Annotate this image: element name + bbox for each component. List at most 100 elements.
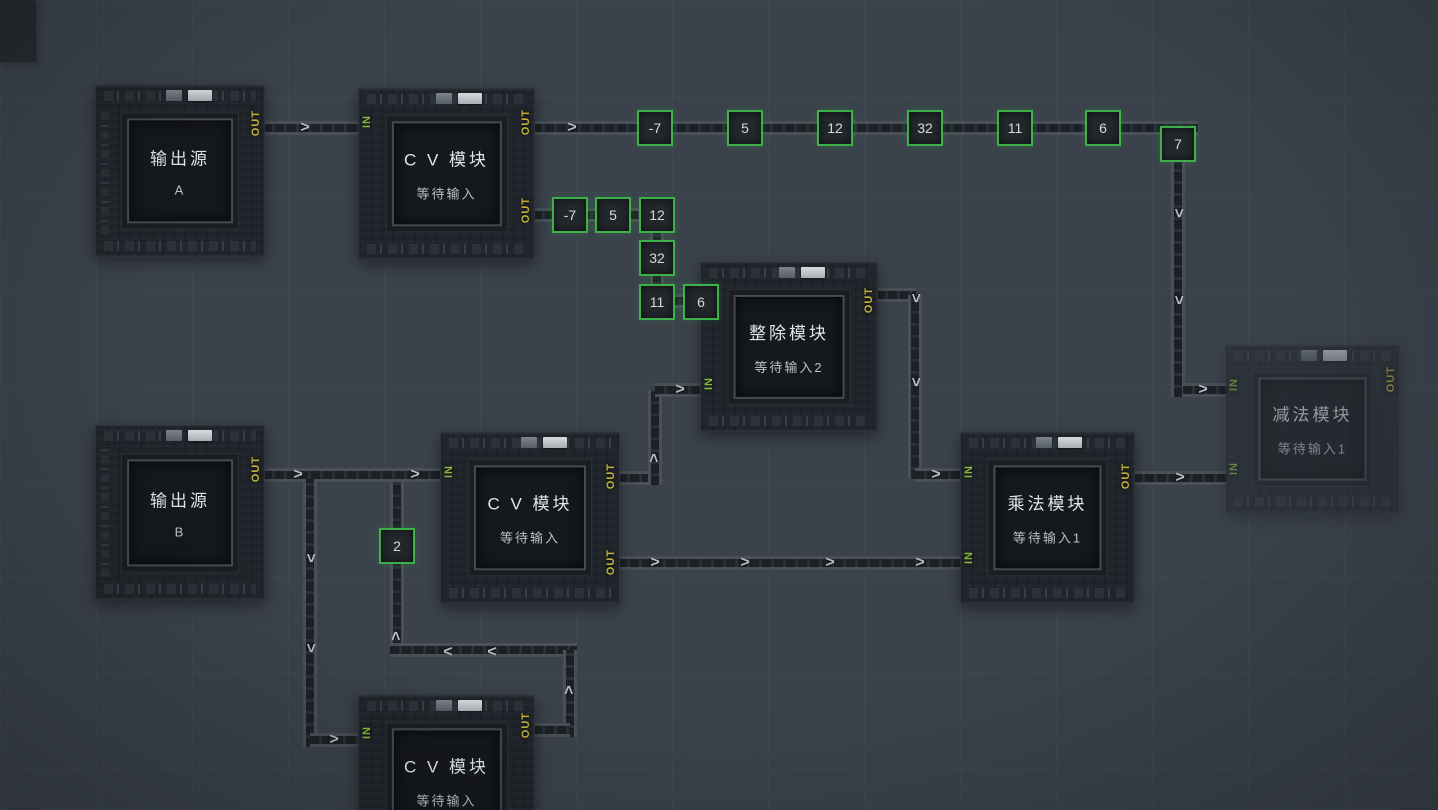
pcb-deco-chip-icon: [166, 430, 182, 441]
chip-face: 乘法模块 等待输入1: [993, 465, 1102, 571]
pcb-deco-chip-icon: [1301, 350, 1317, 361]
port-out-label: OUT: [605, 463, 617, 490]
module-title: 减法模块: [1272, 405, 1353, 425]
wire-segment: [533, 723, 570, 737]
pcb-components-bottom: [104, 584, 256, 594]
wire-segment: [618, 556, 962, 570]
module-title: C V 模块: [403, 150, 490, 170]
wire-segment: [876, 288, 916, 302]
value-token: 12: [817, 110, 853, 146]
pcb-components-left: [101, 448, 109, 577]
chip-face: C V 模块 等待输入: [391, 728, 502, 810]
module-multiply[interactable]: 乘法模块 等待输入1 IN IN OUT: [960, 432, 1135, 604]
value-token: -7: [552, 197, 588, 233]
module-cv-center[interactable]: C V 模块 等待输入 IN OUT OUT: [440, 432, 620, 604]
module-title: 输出源: [149, 491, 210, 510]
wire-segment: [908, 295, 922, 479]
wire-segment: [1133, 471, 1227, 485]
module-title: 乘法模块: [1007, 494, 1088, 514]
wire-segment: [310, 733, 360, 747]
port-in-label: IN: [361, 115, 373, 128]
module-cv-bottom[interactable]: C V 模块 等待输入 IN OUT: [358, 695, 535, 810]
wire-segment: [390, 482, 404, 650]
pcb-deco-chip-icon: [779, 267, 795, 278]
pcb-deco-chip-icon: [436, 700, 452, 711]
port-out-label: OUT: [520, 712, 532, 739]
module-status: 等待输入1: [1277, 441, 1348, 457]
wire-segment: [263, 121, 360, 135]
port-in-label: IN: [361, 726, 373, 739]
pcb-components-bottom: [449, 588, 611, 598]
chip-face: 输出源 B: [127, 458, 233, 567]
pcb-deco-chip-icon: [458, 93, 482, 104]
wire-segment: [563, 650, 577, 737]
port-out-label: OUT: [1385, 366, 1397, 393]
module-divide[interactable]: 整除模块 等待输入2 OUT IN: [700, 262, 878, 432]
port-in-label: IN: [703, 377, 715, 390]
value-token: 5: [727, 110, 763, 146]
module-output-source-b[interactable]: 输出源 B OUT: [95, 425, 265, 600]
module-title: 输出源: [149, 149, 210, 169]
pcb-components-bottom: [367, 244, 526, 254]
pcb-deco-chip-icon: [1058, 437, 1082, 448]
port-in-label: IN: [1228, 378, 1240, 391]
pcb-deco-chip-icon: [188, 430, 212, 441]
chip-face: 整除模块 等待输入2: [733, 294, 845, 400]
port-out-label: OUT: [863, 287, 875, 314]
wire-segment: [915, 468, 962, 482]
wire-segment: [648, 390, 662, 485]
wire-segment: [1171, 135, 1185, 397]
port-out-label: OUT: [1120, 463, 1132, 490]
pcb-deco-chip-icon: [801, 267, 825, 278]
pcb-deco-chip-icon: [1036, 437, 1052, 448]
module-status: 等待输入: [416, 186, 477, 202]
port-in-label: IN: [1228, 462, 1240, 475]
wire-segment: [263, 468, 442, 482]
port-out-label: OUT: [605, 549, 617, 576]
module-status: B: [174, 524, 186, 539]
pcb-components-bottom: [104, 241, 256, 251]
pcb-deco-chip-icon: [543, 437, 567, 448]
pcb-deco-chip-icon: [458, 700, 482, 711]
value-token: 2: [379, 528, 415, 564]
module-output-source-a[interactable]: 输出源 A OUT: [95, 85, 265, 257]
module-subtract[interactable]: 减法模块 等待输入1 IN IN OUT: [1225, 345, 1400, 513]
value-token: 11: [997, 110, 1033, 146]
module-cv-top[interactable]: C V 模块 等待输入 IN OUT OUT: [358, 88, 535, 260]
port-in-label: IN: [963, 465, 975, 478]
port-out-label: OUT: [520, 109, 532, 136]
value-token: 32: [907, 110, 943, 146]
pcb-components-left: [101, 108, 109, 234]
value-token: 12: [639, 197, 675, 233]
wire-segment: [1183, 383, 1227, 397]
value-token: 5: [595, 197, 631, 233]
pcb-deco-chip-icon: [166, 90, 182, 101]
pcb-components-bottom: [709, 416, 869, 426]
pcb-deco-chip-icon: [436, 93, 452, 104]
chip-face: C V 模块 等待输入: [473, 465, 587, 571]
value-token: 6: [683, 284, 719, 320]
chip-face: C V 模块 等待输入: [391, 121, 502, 227]
pcb-deco-chip-icon: [521, 437, 537, 448]
chip-face: 输出源 A: [127, 118, 233, 224]
pcb-components-bottom: [969, 588, 1126, 598]
module-status: 等待输入: [416, 793, 477, 809]
module-title: 整除模块: [749, 323, 829, 343]
value-token: -7: [637, 110, 673, 146]
pcb-deco-chip-icon: [1323, 350, 1347, 361]
value-token: 7: [1160, 126, 1196, 162]
wire-segment: [655, 383, 702, 397]
module-status: 等待输入: [499, 530, 560, 546]
module-title: C V 模块: [487, 494, 573, 514]
module-status: 等待输入1: [1012, 530, 1083, 546]
port-in-label: IN: [963, 551, 975, 564]
port-in-label: IN: [443, 465, 455, 478]
wire-segment: [303, 479, 317, 747]
screen-corner-patch: [0, 0, 36, 62]
wire-segment: [390, 643, 577, 657]
module-status: 等待输入2: [754, 359, 824, 375]
value-token: 6: [1085, 110, 1121, 146]
pcb-deco-chip-icon: [188, 90, 212, 101]
chip-face: 减法模块 等待输入1: [1258, 377, 1367, 481]
